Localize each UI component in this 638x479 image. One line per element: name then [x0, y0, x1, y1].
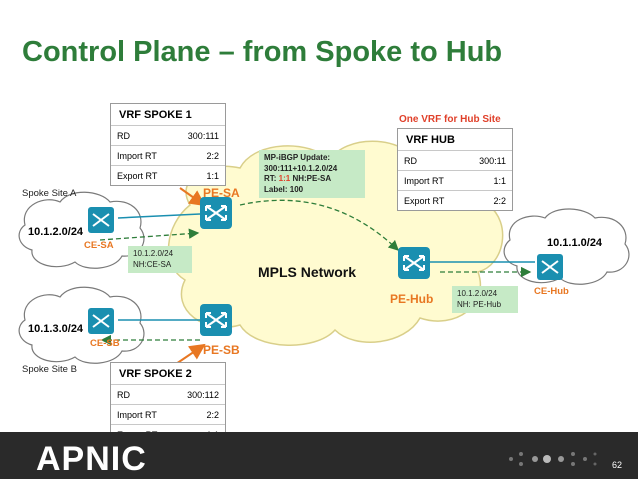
update-rt-prefix: RT: [264, 174, 279, 183]
vrf-hub-caption: One VRF for Hub Site [399, 114, 501, 125]
vrf-spoke1-header: VRF SPOKE 1 [111, 104, 225, 125]
router-ce-sb-icon [88, 308, 114, 334]
footer-bar [0, 432, 638, 479]
apnic-logo: APNIC [36, 440, 147, 478]
vrf-spoke2-key: RD [111, 384, 174, 405]
vrf-hub-key: Import RT [398, 170, 464, 191]
ce-sa-label: CE-SA [84, 240, 114, 251]
router-pe-sa-icon [200, 197, 232, 229]
vrf-spoke2-value: 2:2 [173, 404, 225, 425]
router-ce-sa-icon [88, 207, 114, 233]
site-a-network-label: 10.1.2.0/24 [28, 226, 84, 238]
vrf-spoke1-key: Export RT [111, 165, 174, 185]
vrf-hub-value: 300:11 [463, 150, 512, 171]
nh-ce-sa-note: 10.1.2.0/24 NH:CE-SA [128, 246, 192, 273]
link-ce-sa-pe-sa [117, 213, 201, 219]
ce-hub-label: CE-Hub [534, 286, 569, 297]
spoke-site-a-label: Spoke Site A [22, 188, 77, 199]
hub-cloud [503, 208, 630, 285]
vrf-spoke2-header: VRF SPOKE 2 [111, 363, 225, 384]
vrf-hub-header: VRF HUB [398, 129, 512, 150]
update-line: MP-iBGP Update: [264, 153, 331, 162]
update-line: RT: 1:1 NH:PE-SA [264, 174, 360, 185]
vrf-spoke1-key: Import RT [111, 145, 174, 166]
vrf-spoke2-key: Import RT [111, 404, 174, 425]
update-line: 300:111+10.1.2.0/24 [264, 163, 338, 173]
nh-line: NH:CE-SA [133, 259, 172, 269]
update-line: Label: 100 [264, 184, 304, 194]
network-diagram [18, 140, 630, 369]
vrf-spoke2-value: 300:112 [173, 384, 225, 405]
pe-sa-label: PE-SA [203, 186, 240, 200]
vrf-hub-key: RD [398, 150, 464, 171]
vrf-spoke1-value: 300:111 [173, 125, 225, 146]
flow-ce-sa-to-pe-sa [99, 228, 200, 241]
vrf-spoke1-value: 1:1 [173, 165, 225, 185]
footer-decoration-icon [509, 452, 597, 466]
nh-pe-hub-note: 10.1.2.0/24 NH: PE-Hub [452, 286, 518, 313]
spoke-site-b-label: Spoke Site B [22, 364, 77, 375]
page-title: Control Plane – from Spoke to Hub [22, 36, 503, 68]
hub-network-label: 10.1.1.0/24 [547, 237, 603, 249]
nh-line: 10.1.2.0/24 [133, 249, 174, 258]
vrf-spoke1-key: RD [111, 125, 174, 146]
nh-line: NH: PE-Hub [457, 299, 502, 309]
vrf-spoke1-value: 2:2 [173, 145, 225, 166]
site-b-network-label: 10.1.3.0/24 [28, 323, 84, 335]
pe-hub-label: PE-Hub [390, 292, 434, 306]
router-pe-sb-icon [200, 304, 232, 336]
mp-ibgp-update-note: MP-iBGP Update: 300:111+10.1.2.0/24 RT: … [259, 150, 365, 198]
pe-sb-label: PE-SB [203, 343, 240, 357]
ce-sb-label: CE-SB [90, 338, 120, 349]
vrf-hub-key: Export RT [398, 190, 464, 210]
router-ce-hub-icon [537, 254, 563, 280]
router-pe-hub-icon [398, 247, 430, 279]
mpls-network-label: MPLS Network [258, 264, 357, 280]
nh-line: 10.1.2.0/24 [457, 289, 498, 298]
update-rt-value: 1:1 [278, 174, 291, 183]
vrf-hub-value: 1:1 [463, 170, 512, 191]
update-nh: NH:PE-SA [290, 174, 332, 183]
vrf-hub-value: 2:2 [463, 190, 512, 210]
page-number: 62 [612, 460, 623, 470]
